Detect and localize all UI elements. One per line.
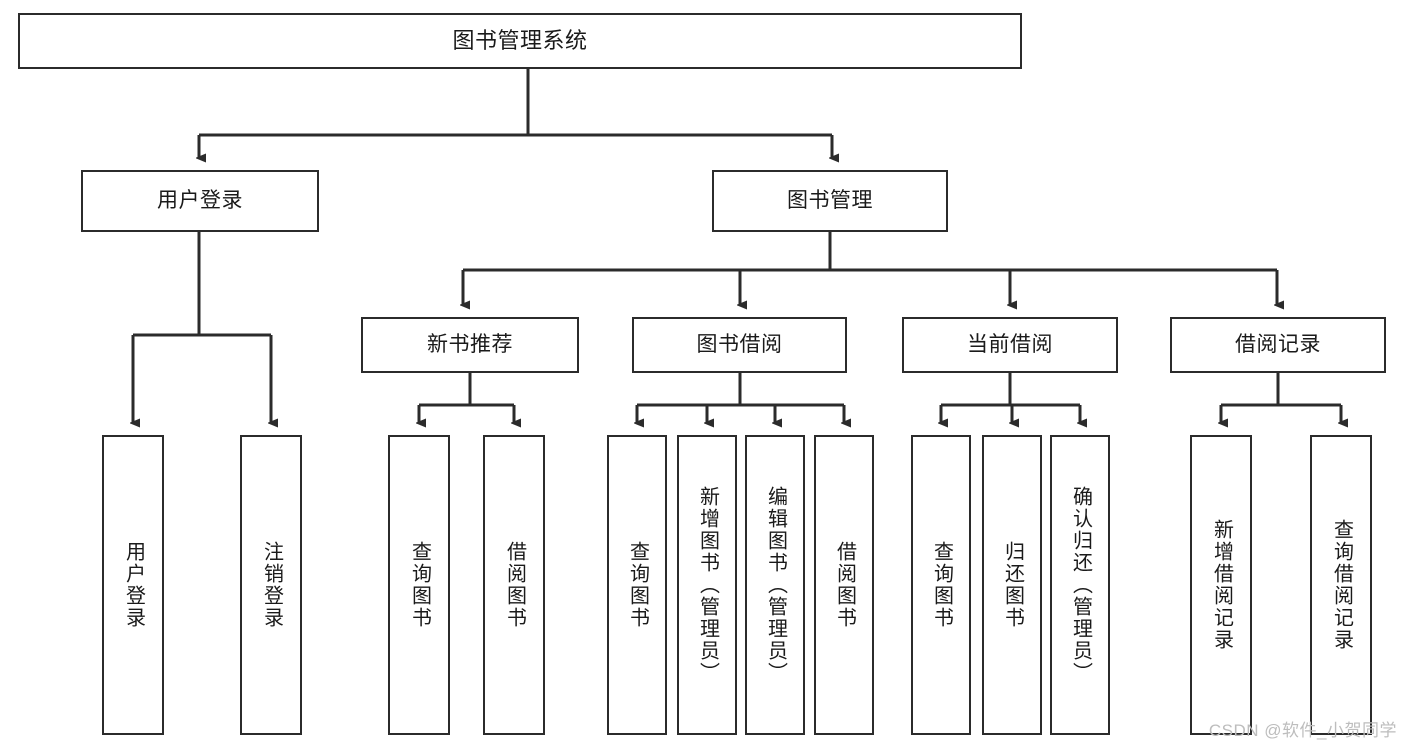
node-leaf-edit-book-admin[interactable]: 编辑图书（管理员） — [745, 435, 805, 735]
node-label: 借阅记录 — [1235, 332, 1321, 356]
node-leaf-user-login[interactable]: 用户登录 — [102, 435, 164, 735]
node-label: 借阅图书 — [833, 541, 856, 629]
node-label: 查询借阅记录 — [1330, 519, 1353, 651]
node-leaf-query-books-borrow[interactable]: 查询图书 — [607, 435, 667, 735]
node-leaf-add-book-admin[interactable]: 新增图书（管理员） — [677, 435, 737, 735]
node-label: 注销登录 — [260, 541, 283, 629]
node-label: 新增借阅记录 — [1210, 519, 1233, 651]
node-label: 新书推荐 — [427, 332, 513, 356]
node-label: 查询图书 — [626, 541, 649, 629]
node-leaf-borrow-books-new[interactable]: 借阅图书 — [483, 435, 545, 735]
node-label: 归还图书 — [1001, 541, 1024, 629]
node-leaf-return-book[interactable]: 归还图书 — [982, 435, 1042, 735]
node-label: 查询图书 — [408, 541, 431, 629]
node-label: 借阅图书 — [503, 541, 526, 629]
node-leaf-logout-login[interactable]: 注销登录 — [240, 435, 302, 735]
node-new-book-recommend[interactable]: 新书推荐 — [361, 317, 579, 373]
node-leaf-query-borrow-record[interactable]: 查询借阅记录 — [1310, 435, 1372, 735]
node-label: 确认归还（管理员） — [1069, 486, 1092, 684]
node-label: 查询图书 — [930, 541, 953, 629]
node-leaf-add-borrow-record[interactable]: 新增借阅记录 — [1190, 435, 1252, 735]
node-label: 用户登录 — [122, 541, 145, 629]
node-current-borrow[interactable]: 当前借阅 — [902, 317, 1118, 373]
node-book-borrow[interactable]: 图书借阅 — [632, 317, 847, 373]
node-borrow-record[interactable]: 借阅记录 — [1170, 317, 1386, 373]
node-leaf-query-books-new[interactable]: 查询图书 — [388, 435, 450, 735]
node-user-login[interactable]: 用户登录 — [81, 170, 319, 232]
node-label: 图书管理系统 — [452, 28, 588, 54]
node-leaf-confirm-return[interactable]: 确认归还（管理员） — [1050, 435, 1110, 735]
node-label: 当前借阅 — [967, 332, 1053, 356]
node-leaf-borrow-book[interactable]: 借阅图书 — [814, 435, 874, 735]
node-root-system[interactable]: 图书管理系统 — [18, 13, 1022, 69]
node-label: 新增图书（管理员） — [696, 486, 719, 684]
node-label: 图书借阅 — [696, 332, 783, 356]
node-label: 编辑图书（管理员） — [764, 486, 787, 684]
node-label: 用户登录 — [157, 188, 243, 212]
node-label: 图书管理 — [787, 188, 873, 212]
node-leaf-query-books-current[interactable]: 查询图书 — [911, 435, 971, 735]
node-book-manage[interactable]: 图书管理 — [712, 170, 948, 232]
